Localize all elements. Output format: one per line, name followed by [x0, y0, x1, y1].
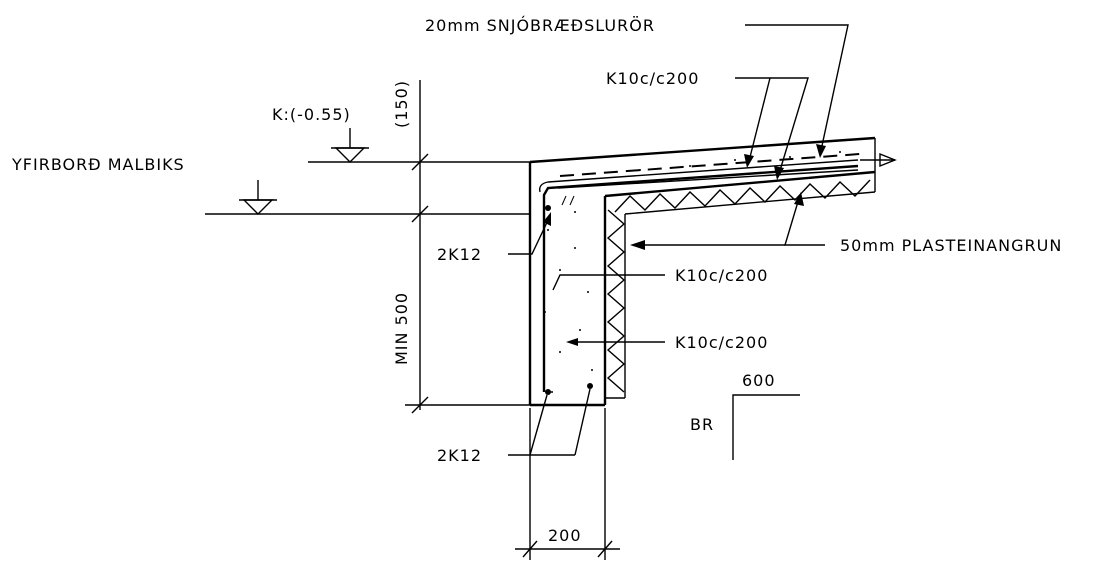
rebar-low-label: K10c/c200	[675, 333, 768, 352]
snow-melt-pipe-label: 20mm SNJÓBRÆÐSLURÖR	[425, 16, 655, 35]
leaders	[508, 24, 849, 456]
vertical-dimension	[405, 80, 530, 414]
level-marker-top	[308, 147, 530, 163]
level-label: K:(-0.55)	[272, 105, 351, 124]
pipe-end-arrow	[860, 152, 897, 168]
insulation-layer	[604, 171, 876, 399]
asphalt-surface-label: YFIRBORÐ MALBIKS	[11, 155, 185, 174]
dim-min500-label: MIN 500	[392, 292, 411, 365]
dim-600-label: 600	[742, 371, 776, 390]
bottom-dimension	[515, 408, 620, 560]
bar-2k12-bottom-label: 2K12	[437, 446, 482, 465]
dim-200-label: 200	[548, 526, 582, 545]
dim-150-label: (150)	[392, 80, 411, 128]
rebar-mid-label: K10c/c200	[675, 266, 768, 285]
reinforcement	[538, 153, 861, 395]
br-label: BR	[690, 415, 714, 434]
rebar-top-label: K10c/c200	[606, 69, 699, 88]
insulation-label: 50mm PLASTEINANGRUN	[840, 236, 1062, 255]
bar-2k12-top-label: 2K12	[437, 245, 482, 264]
level-marker-asphalt	[205, 128, 530, 215]
br-symbol	[732, 394, 800, 460]
